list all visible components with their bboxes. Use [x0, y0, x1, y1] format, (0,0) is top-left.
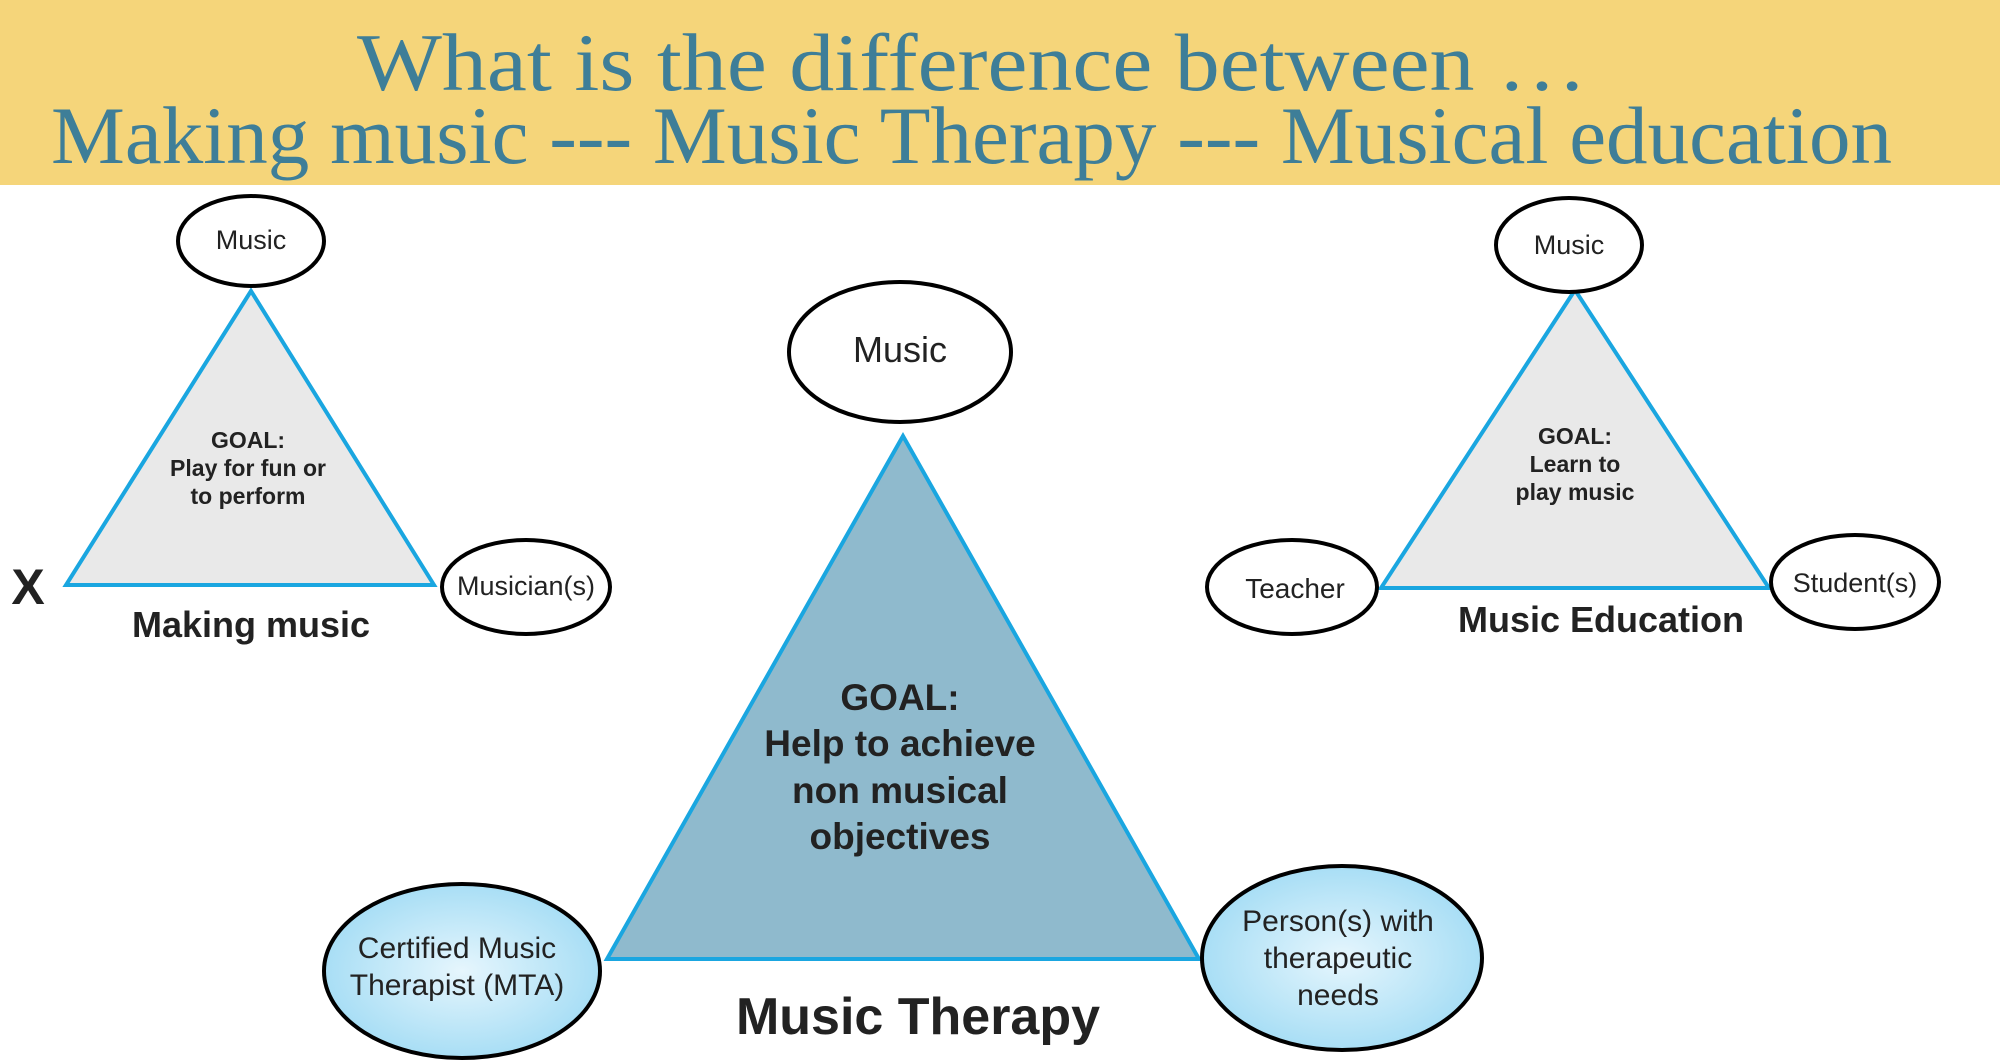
x-marker: X: [11, 559, 44, 615]
teacher-node: [1205, 538, 1379, 636]
music-node-label: Music: [853, 329, 947, 370]
goal-heading: GOAL:: [1538, 423, 1612, 449]
person-needs-node: [1200, 864, 1484, 1052]
music-education-caption: Music Education: [1458, 599, 1744, 640]
goal-line: to perform: [191, 483, 306, 509]
making-music-caption: Making music: [132, 604, 370, 645]
goal-heading: GOAL:: [211, 427, 285, 453]
certified-therapist-node: [322, 882, 602, 1060]
goal-line: Learn to: [1530, 451, 1621, 477]
musicians-node: [440, 538, 612, 636]
making-music-triangle: [62, 287, 438, 587]
goal-line: objectives: [810, 816, 991, 857]
title-line-2: Making music --- Music Therapy --- Music…: [51, 90, 1892, 181]
music-node-label: Music: [1534, 230, 1605, 260]
music-therapy-caption: Music Therapy: [736, 988, 1100, 1046]
music-therapy-diagram: Music GOAL: Help to achieve non musical …: [322, 280, 1484, 1060]
teacher-label: Teacher: [1245, 573, 1345, 604]
music-therapy-triangle: [603, 431, 1203, 961]
goal-line: play music: [1516, 479, 1635, 505]
person-label: needs: [1297, 979, 1379, 1012]
title-banner: [0, 0, 2000, 185]
music-education-diagram: Music Teacher Student(s) GOAL: Learn to …: [1205, 196, 1941, 640]
students-label: Student(s): [1793, 568, 1918, 598]
therapist-label: Therapist (MTA): [350, 969, 564, 1002]
person-label: therapeutic: [1264, 942, 1412, 975]
music-education-triangle: [1377, 286, 1773, 590]
goal-heading: GOAL:: [840, 677, 959, 718]
music-node: [787, 280, 1013, 424]
musicians-node-label: Musician(s): [457, 571, 595, 601]
students-node: [1769, 533, 1941, 631]
making-music-diagram: X Music Musician(s) GOAL: Play for fun o…: [11, 194, 612, 645]
person-label: Person(s) with: [1242, 905, 1434, 938]
goal-line: Play for fun or: [170, 455, 326, 481]
title-line-1: What is the difference between …: [357, 17, 1587, 108]
music-node-label: Music: [216, 225, 287, 255]
goal-line: Help to achieve: [764, 723, 1035, 764]
goal-line: non musical: [792, 770, 1008, 811]
music-node: [176, 194, 326, 288]
music-node: [1494, 196, 1644, 294]
therapist-label: Certified Music: [358, 932, 556, 965]
